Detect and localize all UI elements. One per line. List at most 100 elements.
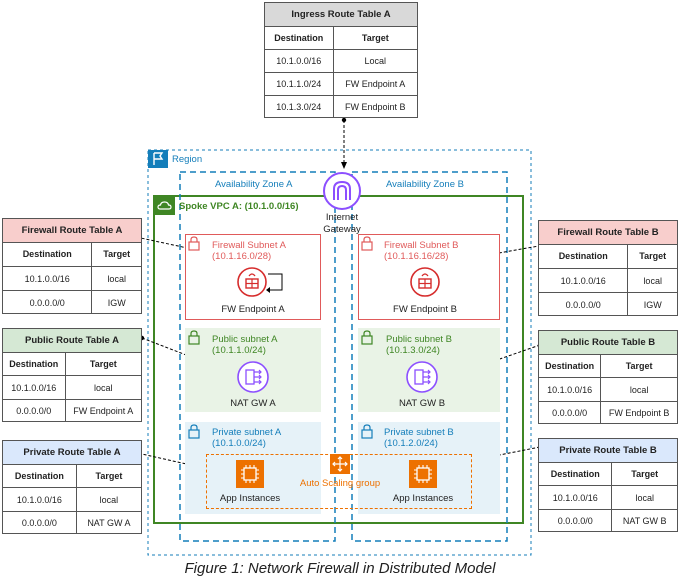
vpc-label: Spoke VPC A: (10.1.0.0/16) (179, 201, 299, 212)
table-cell: 0.0.0.0/0 (539, 508, 612, 532)
table-cell: 10.1.3.0/24 (265, 95, 334, 118)
public-table-b-title: Public Route Table B (539, 331, 677, 355)
firewall-endpoint-icon (236, 266, 268, 303)
ec2-instances-icon (409, 460, 437, 488)
table-cell: 0.0.0.0/0 (3, 290, 92, 314)
lock-icon (186, 235, 202, 256)
priv-subnet-b-name: Private subnet B (384, 427, 454, 438)
table-cell: local (600, 377, 677, 402)
table-cell: FW Endpoint A (332, 71, 417, 96)
column-header: Destination (545, 361, 595, 372)
firewall-route-table-b: Firewall Route Table B Destination Target… (538, 220, 678, 316)
ec2-instances-icon (236, 460, 264, 488)
pub-subnet-a-cidr: (10.1.1.0/24) (212, 345, 266, 356)
table-cell: FW Endpoint A (64, 398, 141, 422)
pub-subnet-b-name: Public subnet B (386, 334, 453, 345)
nat-gateway-icon (405, 360, 439, 399)
lock-icon (186, 423, 202, 444)
internet-gateway-icon (323, 172, 361, 210)
fw-subnet-a-name: Firewall Subnet A (212, 240, 286, 251)
table-cell: 10.1.0.0/16 (3, 265, 92, 291)
firewall-endpoint-icon (409, 266, 441, 303)
column-header: Target (332, 27, 417, 50)
fw-subnet-a-cidr: (10.1.16.0/28) (212, 251, 272, 262)
app-instances-a-label: App Instances (219, 493, 281, 504)
table-cell: FW Endpoint B (332, 95, 417, 118)
fw-subnet-b-name: Firewall Subnet B (384, 240, 459, 251)
column-header: Destination (274, 32, 324, 43)
column-header: Target (611, 463, 677, 486)
priv-subnet-a-name: Private subnet A (212, 427, 282, 438)
figure-caption: Figure 1: Network Firewall in Distribute… (184, 560, 496, 577)
vpc-icon (155, 197, 175, 215)
column-header: Destination (14, 471, 64, 482)
region-boundary (147, 149, 532, 556)
asg-label: Auto Scaling group (299, 478, 381, 489)
table-cell: 10.1.0.0/16 (265, 48, 334, 73)
fw-endpoint-b-label: FW Endpoint B (393, 304, 457, 315)
table-cell: 10.1.0.0/16 (539, 267, 628, 293)
lock-icon (186, 329, 202, 350)
pub-subnet-a-name: Public subnet A (212, 334, 278, 345)
table-cell: 10.1.0.0/16 (3, 487, 77, 512)
table-cell: 10.1.0.0/16 (539, 485, 612, 510)
table-cell: local (75, 487, 141, 512)
ingress-table-title: Ingress Route Table A (265, 3, 417, 27)
az-b-label: Availability Zone B (386, 179, 464, 190)
nat-gateway-icon (236, 360, 270, 399)
table-cell: 10.1.1.0/24 (265, 71, 334, 96)
table-cell: local (627, 267, 677, 293)
table-cell: IGW (627, 292, 677, 316)
igw-label-line2: Gateway (323, 224, 361, 235)
fw-table-b-title: Firewall Route Table B (539, 221, 677, 245)
table-cell: IGW (91, 290, 141, 314)
fw-endpoint-a-label: FW Endpoint A (221, 304, 285, 315)
table-cell: NAT GW B (611, 508, 677, 532)
lock-icon (359, 235, 375, 256)
table-cell: 10.1.0.0/16 (539, 377, 601, 402)
nat-gw-b-label: NAT GW B (398, 398, 446, 409)
column-header: Destination (558, 251, 608, 262)
region-label: Region (172, 154, 203, 165)
nat-gw-a-label: NAT GW A (230, 398, 276, 409)
table-cell: NAT GW A (75, 510, 141, 534)
column-header: Destination (550, 469, 600, 480)
table-cell: local (611, 485, 677, 510)
az-a-label: Availability Zone A (215, 179, 293, 190)
table-cell: FW Endpoint B (600, 400, 677, 424)
table-cell: 0.0.0.0/0 (539, 400, 601, 424)
priv-subnet-b-cidr: (10.1.2.0/24) (384, 438, 438, 449)
igw-label-line1: Internet (325, 212, 359, 223)
table-cell: 0.0.0.0/0 (3, 510, 77, 534)
column-header: Destination (22, 249, 72, 260)
table-cell: local (64, 375, 141, 400)
fw-subnet-b-cidr: (10.1.16.16/28) (384, 251, 449, 262)
az-b-boundary (351, 171, 508, 542)
lock-icon (359, 423, 375, 444)
table-cell: Local (332, 48, 417, 73)
column-header: Target (64, 353, 141, 376)
table-cell: 0.0.0.0/0 (3, 398, 66, 422)
column-header: Target (600, 355, 677, 378)
table-cell: 10.1.0.0/16 (3, 375, 66, 400)
column-header: Target (91, 243, 141, 267)
column-header: Destination (9, 359, 59, 370)
column-header: Target (627, 245, 677, 269)
table-cell: local (91, 265, 141, 291)
auto-scaling-icon (330, 454, 350, 474)
column-header: Target (75, 465, 141, 488)
priv-subnet-a-cidr: (10.1.0.0/24) (212, 438, 266, 449)
internet-gateway (322, 171, 362, 211)
fw-table-a-title: Firewall Route Table A (3, 219, 141, 243)
region-icon (148, 150, 168, 168)
firewall-route-table-a: Firewall Route Table A Destination Target… (2, 218, 142, 314)
app-instances-b-label: App Instances (392, 493, 454, 504)
return-arrow-icon (266, 273, 283, 293)
private-table-b-title: Private Route Table B (539, 439, 677, 463)
private-table-a-title: Private Route Table A (3, 441, 141, 465)
table-cell: 0.0.0.0/0 (539, 292, 628, 316)
